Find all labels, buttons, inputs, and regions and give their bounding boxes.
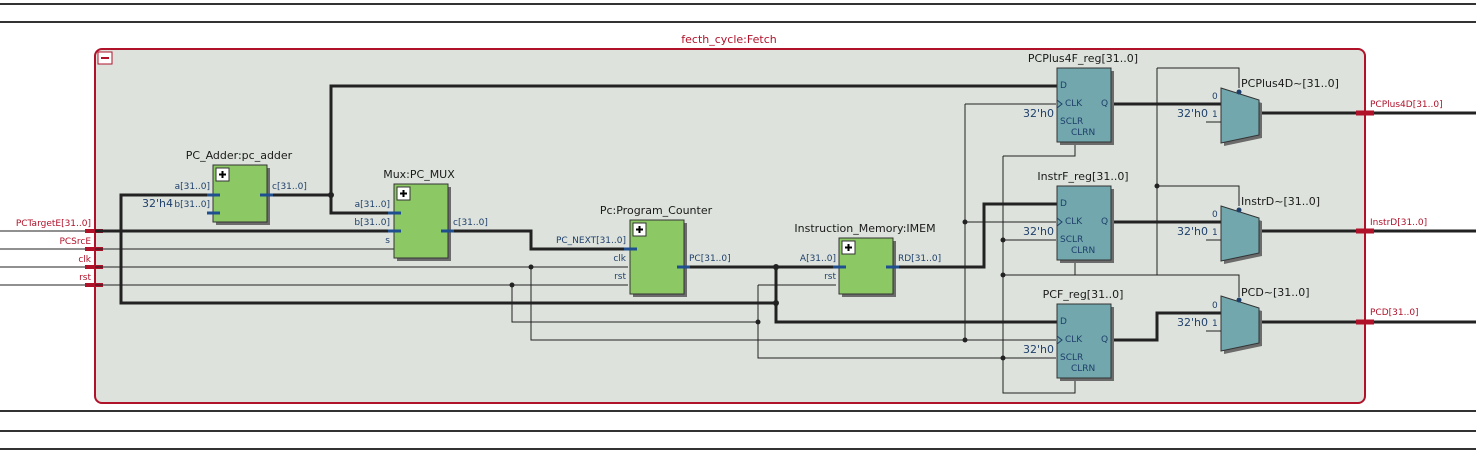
pc-mux-block[interactable]: Mux:PC_MUX a[31..0] b[31..0] s c[31..0] bbox=[354, 168, 488, 261]
instrd-mux-in1: 1 bbox=[1212, 228, 1218, 238]
pcplus4d-mux-title: PCPlus4D~[31..0] bbox=[1241, 77, 1339, 90]
instrf-q-label: Q bbox=[1101, 217, 1108, 227]
pcplus4d-mux-const: 32'h0 bbox=[1177, 107, 1208, 120]
pcplus4f-d-label: D bbox=[1060, 81, 1067, 91]
pc-mux-b-label: b[31..0] bbox=[354, 218, 390, 228]
pcplus4d-mux[interactable]: PCPlus4D~[31..0] 0 1 32'h0 bbox=[1177, 77, 1339, 146]
pcplus4f-clk-label: CLK bbox=[1065, 99, 1083, 109]
pc-adder-b-label: b[31..0] bbox=[174, 200, 210, 210]
instrd-mux-title: InstrD~[31..0] bbox=[1241, 195, 1320, 208]
instrf-clk-label: CLK bbox=[1065, 217, 1083, 227]
pcplus4f-register[interactable]: PCPlus4F_reg[31..0] D CLK SCLR CLRN Q 32… bbox=[1023, 52, 1138, 145]
instruction-memory-rd-label: RD[31..0] bbox=[898, 254, 941, 264]
pcd-mux-in1: 1 bbox=[1212, 319, 1218, 329]
port-label-pctargete: PCTargetE[31..0] bbox=[16, 219, 91, 229]
instrd-mux-in0: 0 bbox=[1212, 210, 1218, 220]
program-counter-pcnext-label: PC_NEXT[31..0] bbox=[556, 236, 626, 246]
pcf-clk-label: CLK bbox=[1065, 335, 1083, 345]
collapse-minus-box-icon[interactable] bbox=[97, 51, 113, 65]
instrf-register-title: InstrF_reg[31..0] bbox=[1037, 170, 1128, 183]
port-label-pcsrce: PCSrcE bbox=[59, 237, 91, 247]
pcf-d-label: D bbox=[1060, 317, 1067, 327]
port-label-rst: rst bbox=[79, 273, 91, 283]
pc-mux-title: Mux:PC_MUX bbox=[383, 168, 455, 181]
pc-mux-s-label: s bbox=[385, 236, 390, 246]
pc-adder-const: 32'h4 bbox=[142, 197, 173, 210]
pcf-sclr-label: SCLR bbox=[1060, 353, 1083, 363]
pc-adder-c-label: c[31..0] bbox=[272, 182, 307, 192]
input-ports: PCTargetE[31..0] PCSrcE clk rst bbox=[0, 219, 103, 287]
expand-plus-box-icon[interactable] bbox=[632, 222, 647, 237]
fetch-group-title: fecth_cycle:Fetch bbox=[681, 33, 776, 46]
pcplus4f-q-label: Q bbox=[1101, 99, 1108, 109]
instrf-register[interactable]: InstrF_reg[31..0] D CLK SCLR CLRN Q 32'h… bbox=[1023, 170, 1129, 263]
instruction-memory-rst-label: rst bbox=[824, 272, 836, 282]
program-counter-clk-label: clk bbox=[613, 254, 626, 264]
pcd-mux[interactable]: PCD~[31..0] 0 1 32'h0 bbox=[1177, 286, 1310, 354]
fetch-group[interactable]: fecth_cycle:Fetch bbox=[94, 33, 1366, 404]
instrf-d-label: D bbox=[1060, 199, 1067, 209]
expand-plus-box-icon[interactable] bbox=[841, 240, 856, 255]
frame-lines bbox=[0, 3, 1476, 450]
pcplus4d-mux-in0: 0 bbox=[1212, 92, 1218, 102]
instruction-memory-block[interactable]: Instruction_Memory:IMEM A[31..0] rst RD[… bbox=[794, 222, 941, 297]
pc-adder-block[interactable]: PC_Adder:pc_adder a[31..0] b[31..0] c[31… bbox=[142, 149, 307, 225]
port-label-instrd: InstrD[31..0] bbox=[1370, 218, 1427, 228]
instruction-memory-title: Instruction_Memory:IMEM bbox=[794, 222, 935, 235]
pcd-mux-const: 32'h0 bbox=[1177, 316, 1208, 329]
pcf-clrn-label: CLRN bbox=[1071, 364, 1095, 374]
pcf-q-label: Q bbox=[1101, 335, 1108, 345]
program-counter-rst-label: rst bbox=[614, 272, 626, 282]
pc-mux-c-label: c[31..0] bbox=[453, 218, 488, 228]
expand-plus-box-icon[interactable] bbox=[396, 186, 411, 201]
program-counter-title: Pc:Program_Counter bbox=[600, 204, 713, 217]
instrd-mux[interactable]: InstrD~[31..0] 0 1 32'h0 bbox=[1177, 195, 1320, 264]
pcd-mux-title: PCD~[31..0] bbox=[1241, 286, 1310, 299]
pc-adder-a-label: a[31..0] bbox=[175, 182, 210, 192]
pcplus4f-sclr-label: SCLR bbox=[1060, 117, 1083, 127]
instrf-const: 32'h0 bbox=[1023, 225, 1054, 238]
pc-adder-title: PC_Adder:pc_adder bbox=[186, 149, 293, 162]
pcf-const: 32'h0 bbox=[1023, 343, 1054, 356]
instrd-mux-const: 32'h0 bbox=[1177, 225, 1208, 238]
pcplus4f-const: 32'h0 bbox=[1023, 107, 1054, 120]
program-counter-pc-label: PC[31..0] bbox=[689, 254, 731, 264]
nets bbox=[95, 67, 1240, 394]
instrf-sclr-label: SCLR bbox=[1060, 235, 1083, 245]
pcplus4f-register-title: PCPlus4F_reg[31..0] bbox=[1028, 52, 1138, 65]
program-counter-block[interactable]: Pc:Program_Counter PC_NEXT[31..0] clk rs… bbox=[556, 204, 731, 297]
port-label-pcd: PCD[31..0] bbox=[1370, 308, 1419, 318]
pcd-mux-in0: 0 bbox=[1212, 301, 1218, 311]
port-label-pcplus4d: PCPlus4D[31..0] bbox=[1370, 100, 1443, 110]
instruction-memory-a-label: A[31..0] bbox=[800, 254, 836, 264]
pcf-register[interactable]: PCF_reg[31..0] D CLK SCLR CLRN Q 32'h0 bbox=[1023, 288, 1123, 381]
pc-mux-a-label: a[31..0] bbox=[355, 200, 390, 210]
pcplus4f-clrn-label: CLRN bbox=[1071, 128, 1095, 138]
port-label-clk: clk bbox=[78, 255, 91, 265]
pcplus4d-mux-in1: 1 bbox=[1212, 110, 1218, 120]
expand-plus-box-icon[interactable] bbox=[215, 167, 230, 182]
output-ports: PCPlus4D[31..0] InstrD[31..0] PCD[31..0] bbox=[1258, 100, 1476, 325]
fetch-group-box bbox=[94, 48, 1366, 404]
pcf-register-title: PCF_reg[31..0] bbox=[1043, 288, 1124, 301]
instrf-clrn-label: CLRN bbox=[1071, 246, 1095, 256]
